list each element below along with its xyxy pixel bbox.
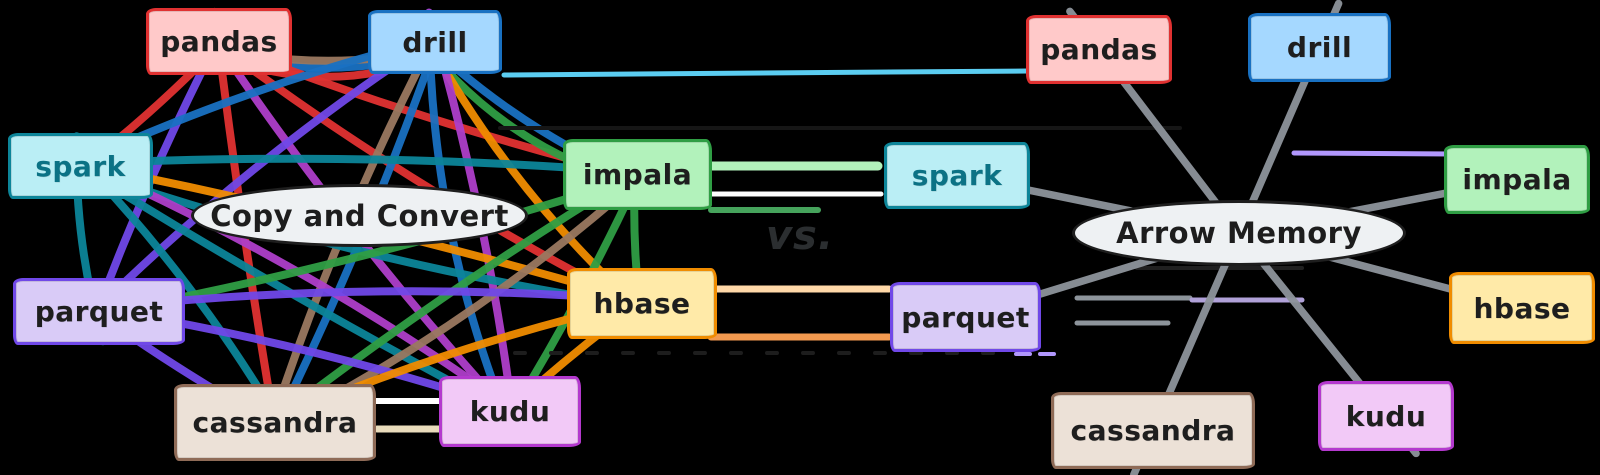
segment-lavender-to-impala (1291, 150, 1455, 157)
node-label-spark-left: spark (35, 149, 126, 183)
node-impala-right[interactable]: impala (1444, 145, 1590, 214)
node-label-spark-right: spark (911, 159, 1003, 192)
right-hub-label: Arrow Memory (1116, 216, 1362, 250)
segment-cyan-drill-to-pandas (501, 68, 1031, 78)
node-label-parquet-right: parquet (901, 300, 1030, 334)
node-label-kudu-right: kudu (1345, 399, 1427, 433)
node-label-hbase-left: hbase (593, 287, 691, 320)
node-impala-left[interactable]: impala (563, 139, 712, 210)
right-hub[interactable]: Arrow Memory (1072, 200, 1406, 266)
node-parquet-right[interactable]: parquet (890, 282, 1041, 352)
node-label-pandas-right: pandas (1040, 33, 1158, 66)
node-label-pandas-left: pandas (160, 25, 278, 58)
node-label-cassandra-left: cassandra (192, 406, 358, 439)
node-label-hbase-right: hbase (1473, 291, 1571, 325)
node-kudu-left[interactable]: kudu (439, 376, 581, 447)
node-pandas-right[interactable]: pandas (1026, 15, 1172, 84)
node-label-impala-left: impala (582, 158, 693, 191)
node-label-drill-right: drill (1286, 31, 1353, 64)
node-label-parquet-left: parquet (34, 295, 164, 328)
node-drill-right[interactable]: drill (1248, 13, 1391, 82)
node-hbase-right[interactable]: hbase (1449, 272, 1595, 344)
vs-label: vs. (765, 213, 835, 259)
left-hub-label: Copy and Convert (210, 198, 509, 233)
node-label-cassandra-right: cassandra (1070, 414, 1236, 447)
node-label-impala-right: impala (1462, 163, 1572, 196)
node-cassandra-left[interactable]: cassandra (174, 384, 376, 461)
node-label-drill-left: drill (402, 25, 468, 59)
node-drill-left[interactable]: drill (368, 10, 502, 74)
node-spark-left[interactable]: spark (8, 133, 153, 199)
node-hbase-left[interactable]: hbase (567, 268, 717, 339)
node-kudu-right[interactable]: kudu (1318, 381, 1454, 451)
node-spark-right[interactable]: spark (884, 142, 1030, 209)
node-pandas-left[interactable]: pandas (146, 8, 292, 75)
node-cassandra-right[interactable]: cassandra (1051, 392, 1255, 469)
node-parquet-left[interactable]: parquet (13, 278, 185, 345)
left-hub[interactable]: Copy and Convert (191, 184, 528, 247)
node-label-kudu-left: kudu (469, 395, 551, 428)
